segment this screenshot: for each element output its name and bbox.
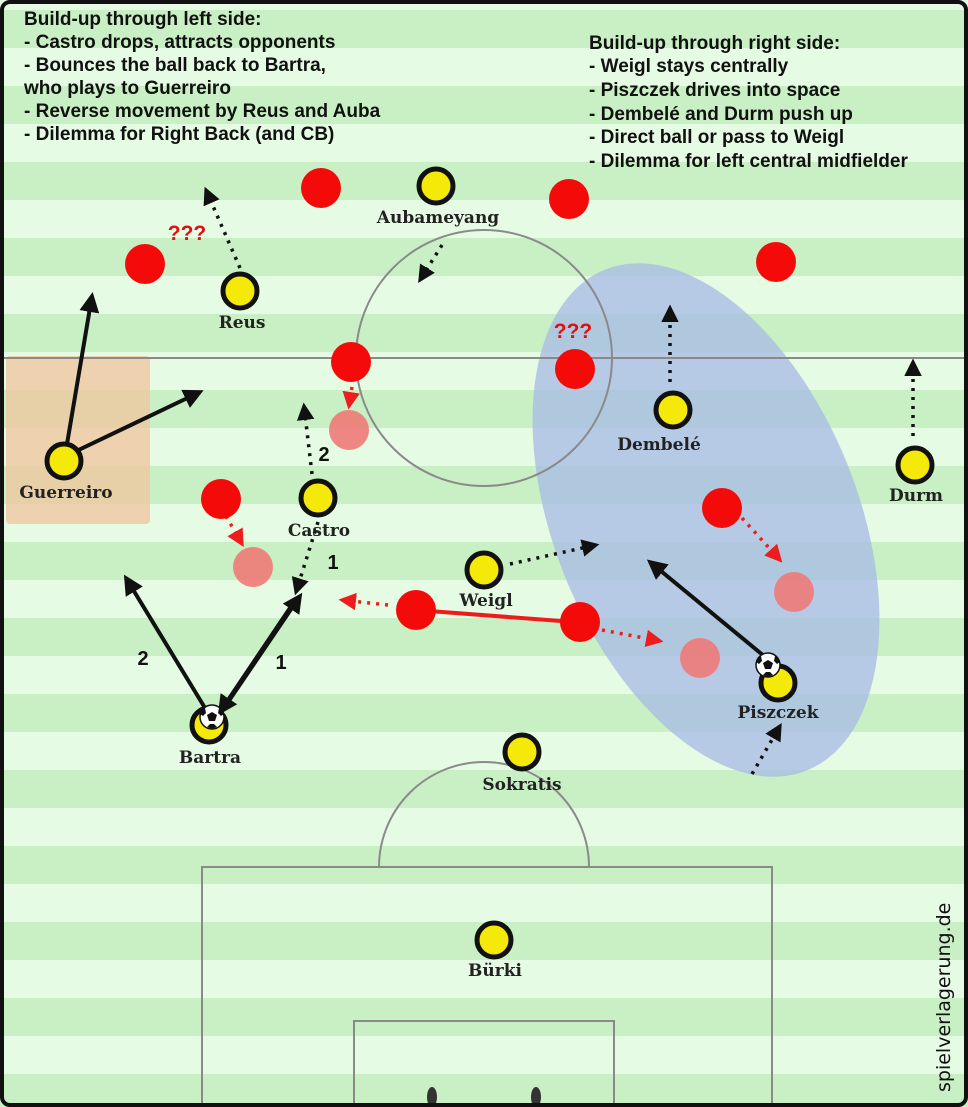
pitch-stripe [0,998,968,1036]
press-arrow [601,628,664,647]
player-dembele [653,390,693,430]
opponents [125,168,796,642]
note-line: - Bounces the ball back to Bartra, [24,55,326,76]
name-aubameyang: Aubameyang [376,208,500,228]
name-bartra: Bartra [179,748,241,768]
run-arrow [296,402,315,475]
goal-post [427,1087,437,1107]
pass-arrow [123,574,207,710]
note-line: - Dilemma for left central midfielder [589,151,908,172]
note-line: - Dembelé and Durm push up [589,104,853,125]
step-number: 2 [137,648,148,670]
opponent-ghost-marker [329,410,369,450]
pitch-stripe [0,162,968,200]
opponent-marker [555,349,595,389]
opponent-marker [756,242,796,282]
opponent-marker [702,488,742,528]
name-sokratis: Sokratis [482,775,561,795]
ball-icon [199,704,225,730]
question-marks-left: ??? [168,222,206,245]
name-reus: Reus [219,313,266,333]
name-burki: Bürki [468,961,522,981]
press-arrow [740,516,783,563]
opponent-marker [396,590,436,630]
step-number: 1 [327,552,338,574]
pass-arrow [65,389,204,458]
opponent-ghosts [233,410,814,678]
player-reus [220,271,260,311]
run-arrow [750,722,782,775]
press-arrow [342,386,360,410]
run-arrow [291,521,320,596]
note-line: - Castro drops, attracts opponents [24,32,335,53]
name-castro: Castro [288,521,350,541]
penalty-box [201,866,773,1107]
run-arrow [509,539,600,566]
penalty-arc [378,761,590,868]
player-sokratis [502,732,542,772]
left-build-up-notes: Build-up through left side: - Castro dro… [23,9,381,145]
arrows [64,186,922,775]
name-dembele: Dembelé [617,435,701,455]
pitch-stripe [0,10,968,48]
player-burki [474,920,514,960]
pitch-markings [0,229,968,1107]
goal-area [353,1020,615,1107]
note-line: - Dilemma for Right Back (and CB) [24,124,334,145]
name-piszczek: Piszczek [737,703,819,723]
note-line: - Weigl stays centrally [589,56,789,77]
player-aubameyang [416,166,456,206]
name-weigl: Weigl [458,591,513,611]
run-arrow [418,244,444,283]
left-wing-zone [6,356,150,524]
note-line: who plays to Guerreiro [23,78,231,99]
goal-post [531,1087,541,1107]
opponent-marker [560,602,600,642]
opponent-marker [201,479,241,519]
press-link [415,608,575,624]
player-weigl [464,550,504,590]
opponent-marker [125,244,165,284]
pass-arrow [646,559,766,658]
opponent-marker [301,168,341,208]
opponent-marker [331,342,371,382]
pitch-stripe [0,86,968,124]
opponent-ghost-marker [233,547,273,587]
pitch-stripe [0,846,968,884]
ball-icon [755,652,781,678]
note-title: Build-up through right side: [589,33,840,54]
opponent-marker [549,179,589,219]
step-number: 1 [275,652,286,674]
note-title: Build-up through left side: [24,9,261,30]
name-guerreiro: Guerreiro [19,483,112,503]
goal-posts [427,1087,541,1107]
opponent-ghost-marker [774,572,814,612]
pitch-stripe [0,314,968,352]
note-line: - Direct ball or pass to Weigl [589,127,844,148]
pitch-stripe [0,770,968,808]
opponent-ghost-marker [680,638,720,678]
step-number: 2 [318,444,329,466]
player-guerreiro [44,441,84,481]
watermark: spielverlagerung.de [933,903,955,1092]
press-arrow [338,592,389,611]
right-build-up-notes: Build-up through right side: - Weigl sta… [589,33,908,172]
name-durm: Durm [889,486,943,506]
player-castro [298,478,338,518]
pass-arrow [217,600,296,716]
player-durm [895,445,935,485]
pass-arrow [64,292,100,451]
note-line: - Reverse movement by Reus and Auba [24,101,381,122]
question-marks-center: ??? [554,320,592,343]
pitch-stripe [0,1074,968,1107]
note-line: - Piszczek drives into space [589,80,840,101]
